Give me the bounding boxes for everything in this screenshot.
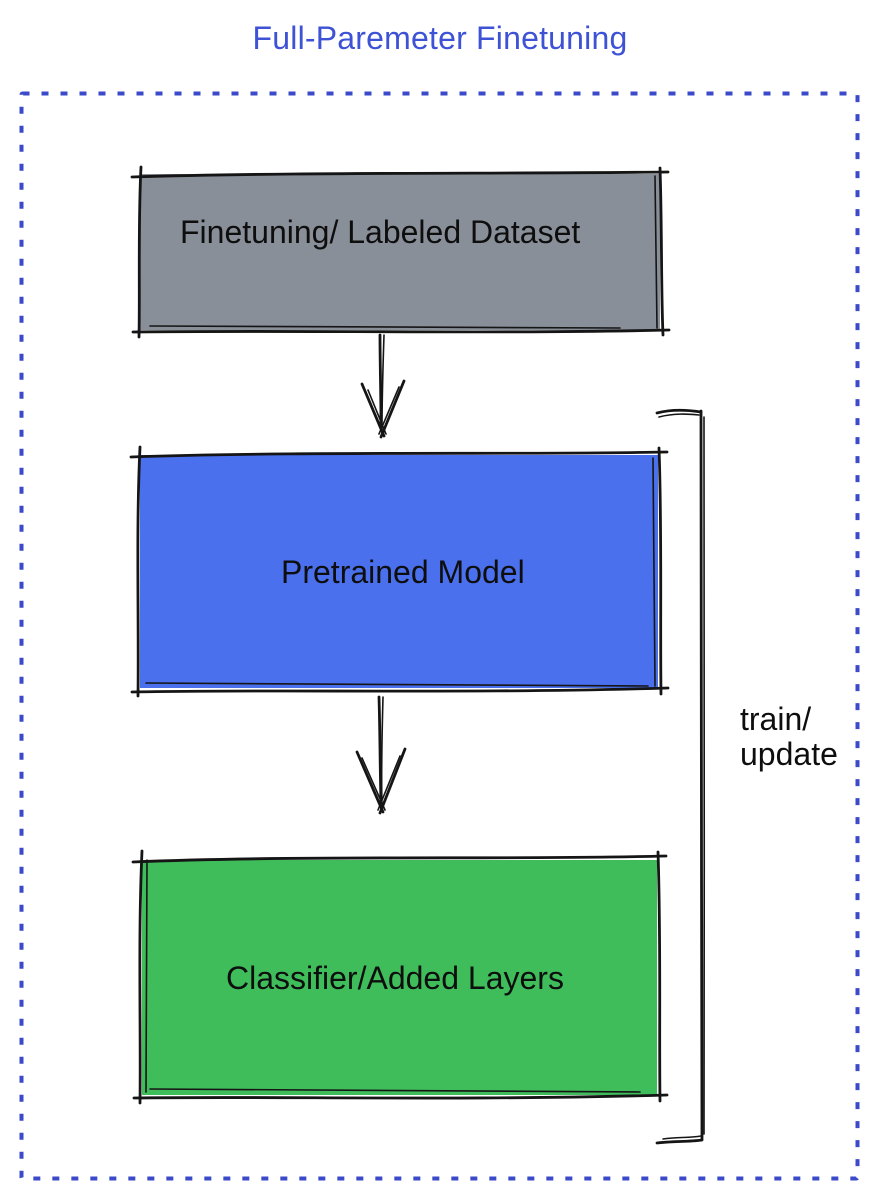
- diagram-title: Full-Paremeter Finetuning: [252, 20, 628, 56]
- arrow-pretrained-to-classifier: [355, 695, 407, 815]
- bracket-label: train/ update: [740, 701, 838, 772]
- dataset-box-fill: [140, 174, 660, 330]
- arrow-dataset-to-pretrained: [360, 333, 406, 439]
- classifier-box-label: Classifier/Added Layers: [226, 960, 564, 996]
- pretrained-box-label: Pretrained Model: [281, 554, 525, 590]
- train-update-bracket: [655, 408, 706, 1145]
- dataset-box: [130, 165, 671, 339]
- pretrained-box: [129, 445, 670, 698]
- classifier-box: [131, 849, 669, 1105]
- classifier-box-fill: [142, 860, 657, 1095]
- dataset-box-label: Finetuning/ Labeled Dataset: [180, 214, 581, 250]
- pretrained-box-fill: [140, 455, 658, 688]
